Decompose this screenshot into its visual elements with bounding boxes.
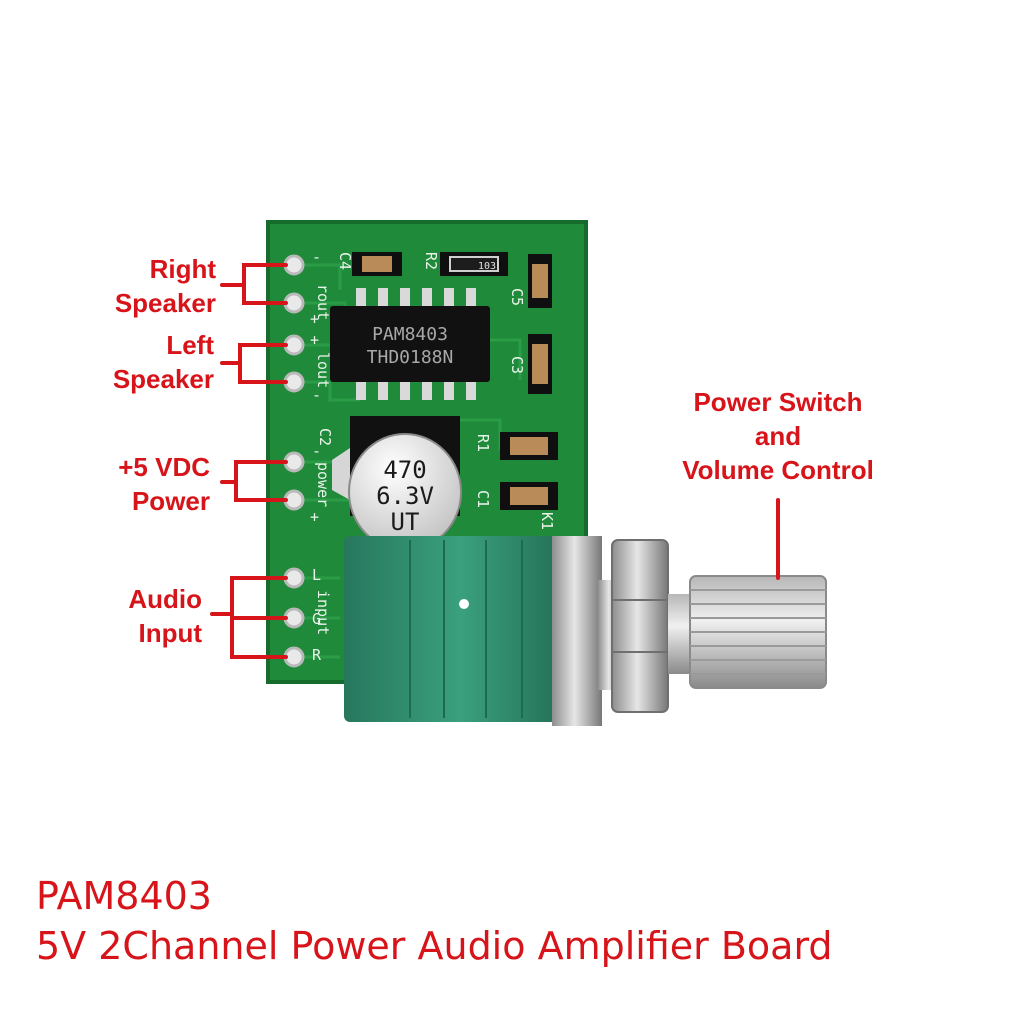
- label-left-speaker-line1: Left: [166, 330, 214, 360]
- label-left-speaker-line2: Speaker: [112, 364, 214, 394]
- silk-r: R: [312, 646, 322, 664]
- callout-lines: [210, 263, 780, 659]
- chip-label-1: PAM8403: [372, 324, 448, 345]
- silk-minus-2: -: [312, 386, 321, 404]
- res-r2-code: 103: [478, 261, 496, 272]
- bracket-audio-input: [210, 576, 288, 659]
- switch-shaft: [611, 539, 827, 713]
- label-right-speaker: Right Speaker: [60, 252, 216, 320]
- silk-rout: rout: [314, 284, 332, 320]
- bracket-power: [220, 460, 288, 502]
- silk-l: L: [312, 566, 321, 584]
- label-switch: Power Switch and Volume Control: [648, 385, 908, 487]
- label-right-speaker-line1: Right: [149, 254, 216, 284]
- silk-r1: R1: [474, 434, 492, 452]
- bracket-right-speaker: [220, 263, 288, 305]
- silk-r2: R2: [422, 252, 440, 270]
- label-switch-line3: Volume Control: [682, 455, 874, 485]
- silk-minus-1: -: [312, 248, 321, 266]
- silk-c3: C3: [508, 356, 526, 374]
- label-audio-input-line1: Audio: [128, 584, 202, 614]
- label-power: +5 VDC Power: [60, 450, 210, 518]
- label-power-line2: Power: [131, 486, 210, 516]
- potentiometer: [344, 536, 622, 726]
- chip-label-2: THD0188N: [367, 347, 454, 368]
- electrolytic-capacitor: 470 6.3V UT: [332, 416, 462, 551]
- silk-input: input: [314, 590, 332, 635]
- caption-title: PAM8403: [36, 874, 212, 918]
- bracket-left-speaker: [220, 343, 288, 384]
- silk-plus-1: +: [310, 310, 319, 328]
- silk-plus-2: +: [310, 331, 319, 349]
- label-power-line1: +5 VDC: [118, 452, 210, 482]
- cap-label-1: 470: [383, 456, 426, 484]
- label-right-speaker-line2: Speaker: [114, 288, 216, 318]
- amplifier-chip: PAM8403 THD0188N: [330, 288, 490, 400]
- terminal-pads: [283, 254, 305, 668]
- smd-components: 103: [352, 252, 558, 510]
- label-switch-line2: and: [754, 421, 802, 451]
- label-left-speaker: Left Speaker: [60, 328, 214, 396]
- silk-c4: C4: [336, 252, 354, 270]
- silk-plus-3: +: [310, 508, 319, 526]
- silk-c2: C2: [316, 428, 334, 446]
- label-audio-input-line2: Input: [138, 618, 202, 648]
- cap-label-2: 6.3V: [376, 482, 434, 510]
- silkscreen: - rout + + lout - - power + L input G R …: [310, 248, 556, 664]
- caption-subtitle: 5V 2Channel Power Audio Amplifier Board: [36, 924, 833, 968]
- silk-k1: K1: [538, 512, 556, 530]
- silk-g: G: [312, 610, 321, 628]
- cap-label-3: UT: [391, 508, 420, 536]
- label-switch-line1: Power Switch: [693, 387, 863, 417]
- silk-lout: lout: [314, 352, 332, 388]
- silk-c1: C1: [474, 490, 492, 508]
- label-audio-input: Audio Input: [60, 582, 202, 650]
- silk-c5: C5: [508, 288, 526, 306]
- silk-power: power: [314, 462, 332, 507]
- silk-minus-3: -: [312, 442, 321, 460]
